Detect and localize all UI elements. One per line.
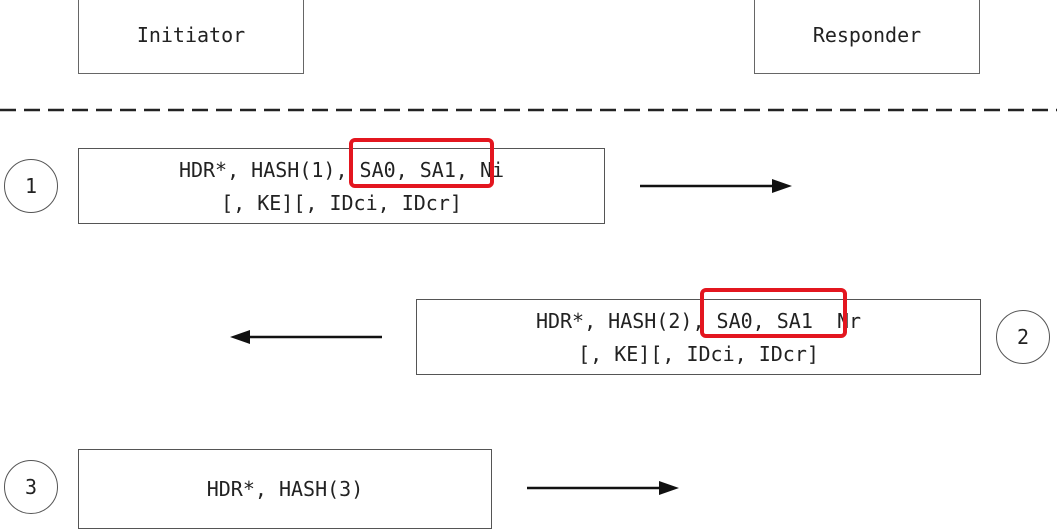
message-3-line-1: HDR*, HASH(3) [206, 477, 364, 501]
message-1-line-1: HDR*, HASH(1), SA0, SA1, Ni [178, 158, 505, 182]
step-3-circle: 3 [4, 460, 58, 514]
arrow-right-icon [527, 481, 679, 495]
message-3-box: HDR*, HASH(3) [78, 449, 492, 529]
step-2-number: 2 [1016, 325, 1030, 349]
initiator-box: Initiator [78, 0, 304, 74]
message-1-sa-highlight [349, 138, 494, 188]
step-3-number: 3 [24, 475, 38, 499]
initiator-label: Initiator [136, 23, 246, 47]
step-1-number: 1 [24, 174, 38, 198]
message-2-box: HDR*, HASH(2), SA0, SA1 Nr [, KE][, IDci… [416, 299, 981, 375]
step-2-circle: 2 [996, 310, 1050, 364]
responder-label: Responder [812, 23, 922, 47]
responder-box: Responder [754, 0, 980, 74]
message-1-line-2: [, KE][, IDci, IDcr] [221, 191, 462, 215]
message-2-sa-highlight [700, 288, 847, 338]
dashed-divider [0, 108, 1057, 112]
message-1-box: HDR*, HASH(1), SA0, SA1, Ni [, KE][, IDc… [78, 148, 605, 224]
arrow-left-icon [230, 330, 382, 344]
message-2-line-2: [, KE][, IDci, IDcr] [578, 342, 819, 366]
step-1-circle: 1 [4, 159, 58, 213]
message-2-line-1: HDR*, HASH(2), SA0, SA1 Nr [535, 309, 862, 333]
arrow-right-icon [640, 179, 792, 193]
